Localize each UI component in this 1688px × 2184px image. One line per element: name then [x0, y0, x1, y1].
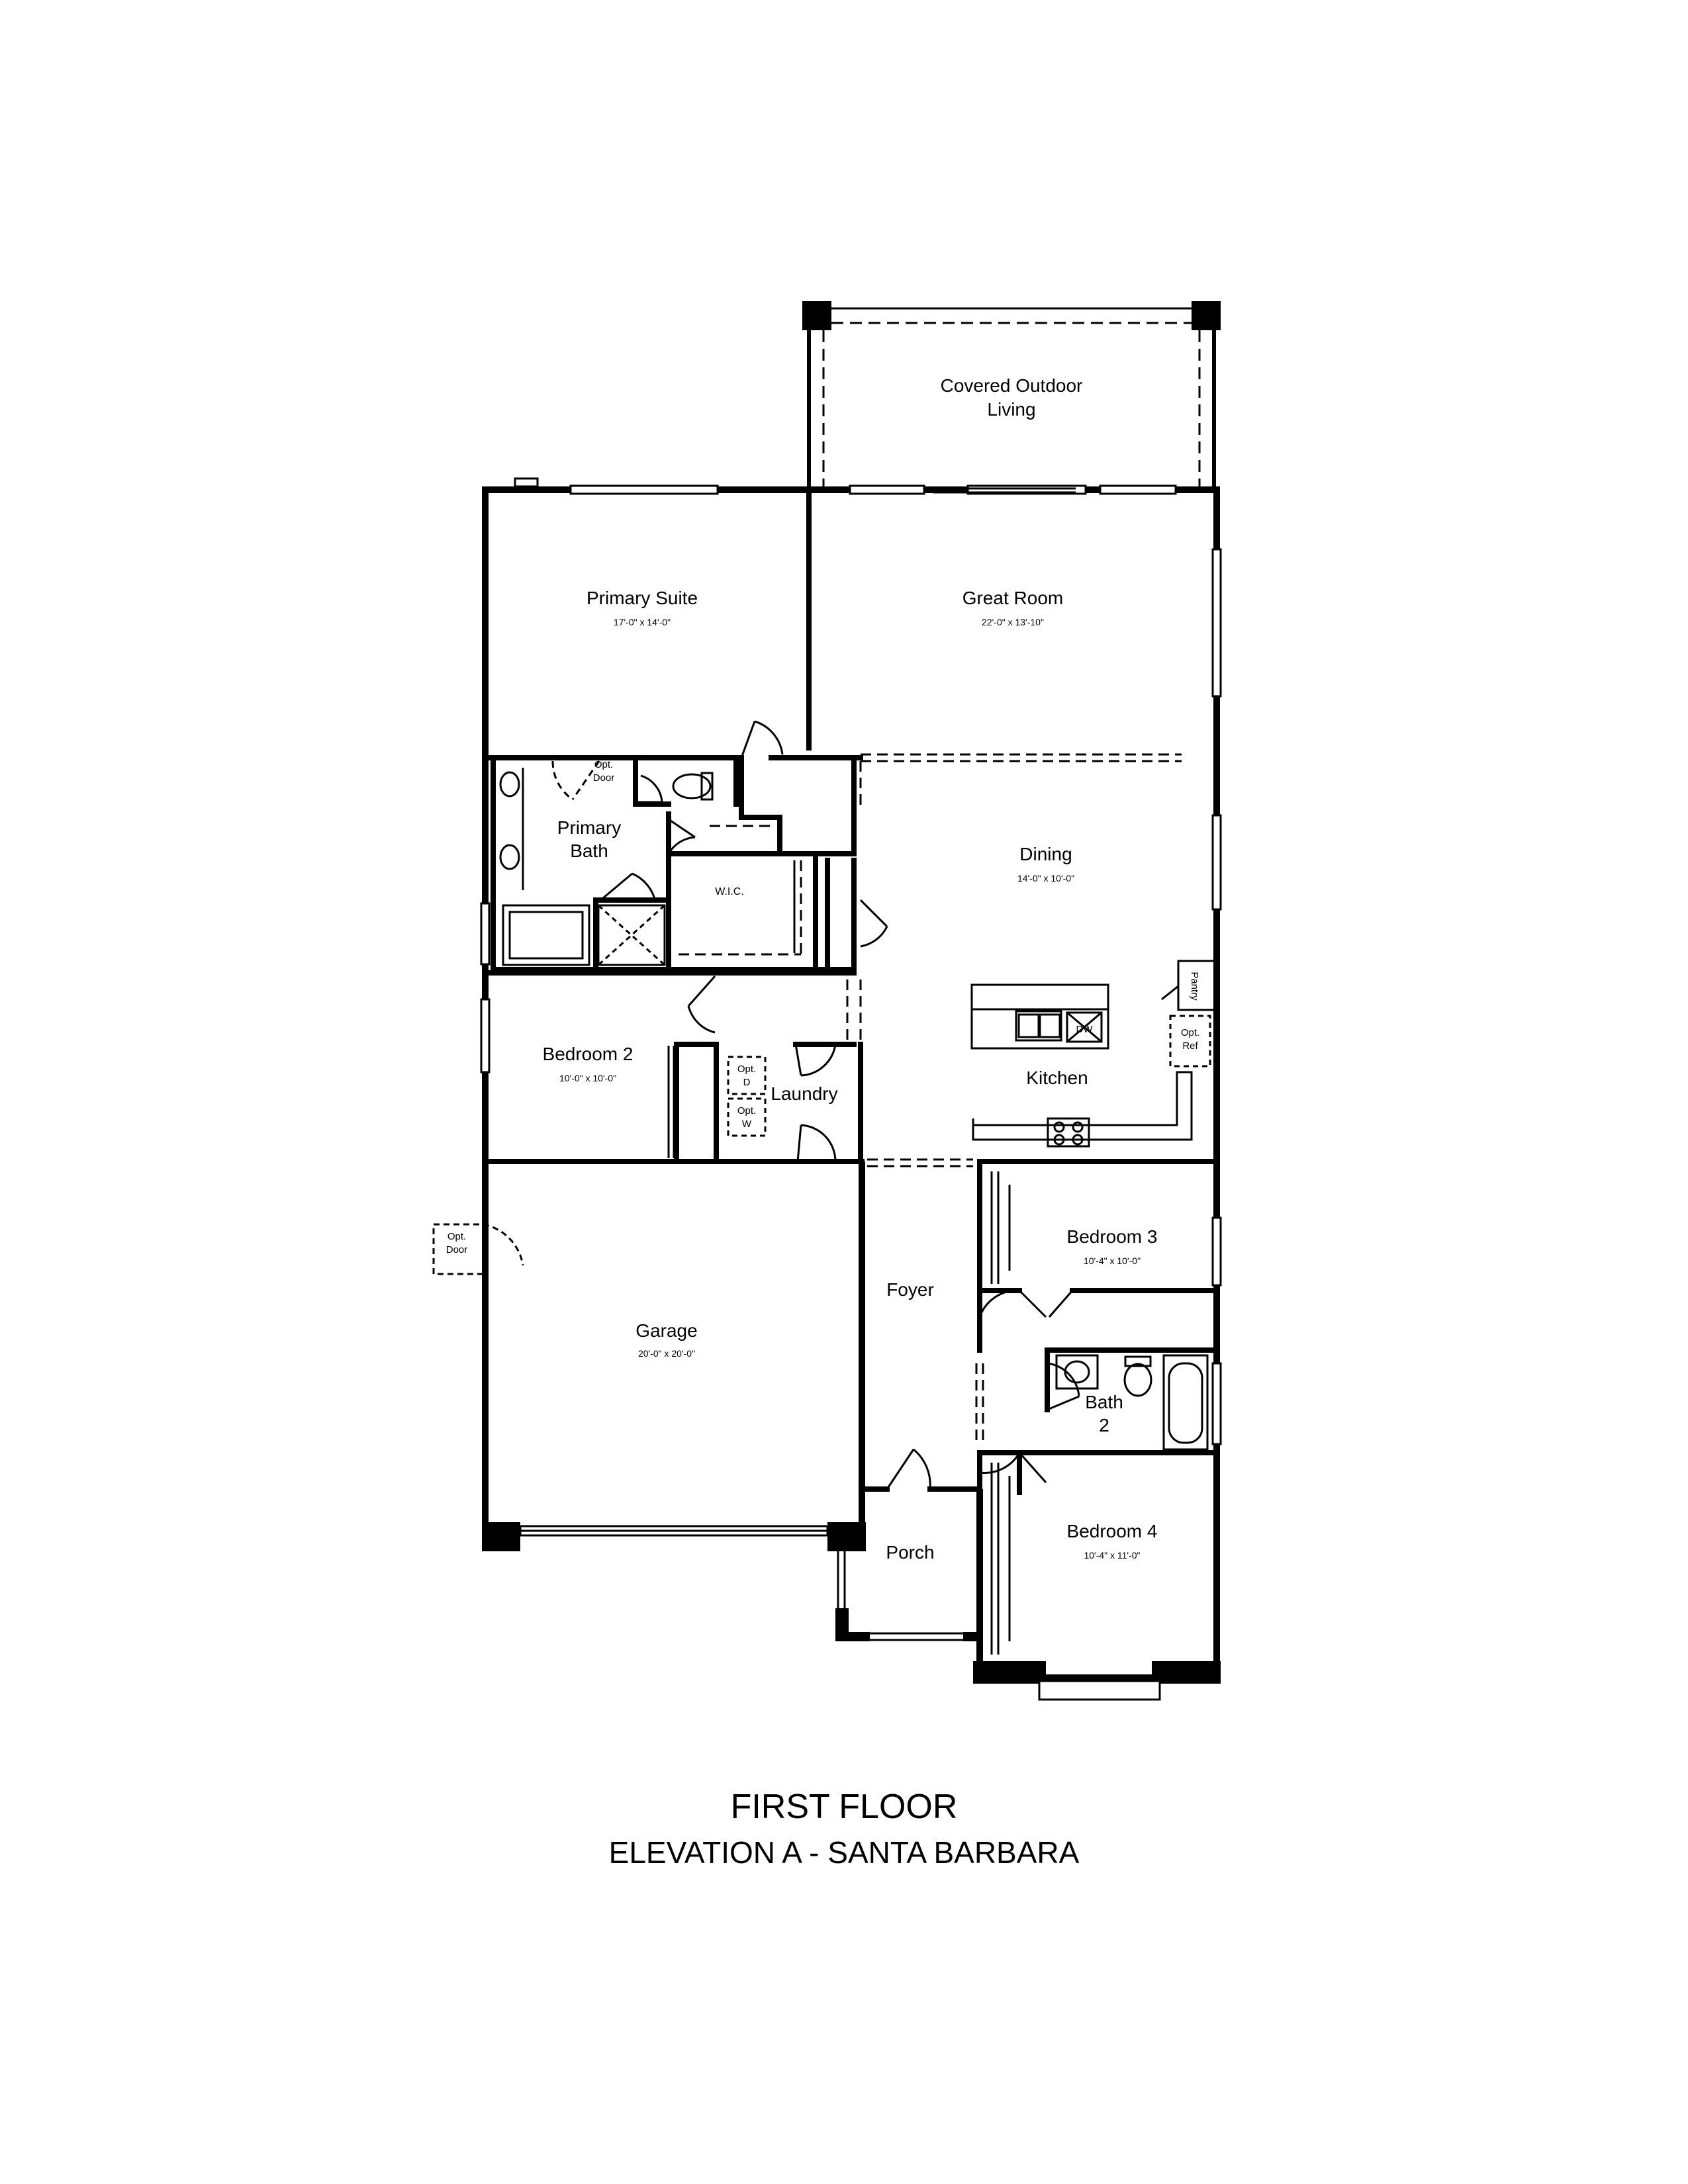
bedroom4-label: Bedroom 4	[1067, 1521, 1158, 1541]
outdoor-label-line1: Covered Outdoor	[941, 375, 1083, 396]
opt-door-garage-line1: Opt.	[447, 1231, 466, 1242]
primary-suite-label: Primary Suite	[586, 588, 698, 608]
interior-walls	[483, 487, 1219, 1495]
bath2-line1: Bath	[1085, 1392, 1123, 1412]
exterior-walls	[482, 486, 1220, 1681]
windows	[480, 477, 1222, 1701]
doors	[432, 720, 1216, 1655]
primary-bath-line1: Primary	[557, 817, 621, 838]
bath2-line2: 2	[1099, 1415, 1109, 1435]
fixtures	[499, 768, 1211, 1451]
great-room-dims: 22'-0" x 13'-10"	[982, 617, 1044, 627]
pantry-label: Pantry	[1189, 972, 1200, 1001]
garage-door	[519, 1525, 829, 1537]
sliding-door	[933, 487, 1076, 494]
great-room-label: Great Room	[962, 588, 1064, 608]
wic-label: W.I.C.	[715, 886, 744, 897]
opt-w-line1: Opt.	[737, 1105, 756, 1116]
wall-corner-blocks	[482, 1522, 1221, 1684]
floor-title: FIRST FLOOR	[730, 1788, 958, 1826]
floor-subtitle: ELEVATION A - SANTA BARBARA	[608, 1835, 1080, 1870]
plan-notes: Opt. Door Opt. Door Pantry Opt. Ref DW O…	[446, 759, 1200, 1255]
opt-w-line2: W	[742, 1118, 752, 1130]
covered-outdoor-living	[802, 301, 1221, 487]
dw-label: DW	[1076, 1024, 1094, 1035]
opt-d-line2: D	[743, 1077, 751, 1088]
foyer-label: Foyer	[886, 1279, 934, 1300]
room-labels: Covered Outdoor Living Primary Suite 17'…	[543, 375, 1158, 1563]
bedroom4-dims: 10'-4" x 11'-0"	[1084, 1550, 1140, 1561]
bedroom2-label: Bedroom 2	[543, 1044, 633, 1064]
primary-suite-dims: 17'-0" x 14'-0"	[614, 617, 671, 627]
dining-label: Dining	[1019, 844, 1072, 864]
porch-columns	[835, 1608, 982, 1641]
bedroom3-label: Bedroom 3	[1067, 1226, 1158, 1247]
garage-label: Garage	[635, 1320, 697, 1341]
bedroom2-dims: 10'-0" x 10'-0"	[559, 1073, 616, 1083]
garage-dims: 20'-0" x 20'-0"	[638, 1348, 695, 1359]
dashed-openings	[679, 753, 1182, 1446]
kitchen-label: Kitchen	[1026, 1068, 1088, 1088]
opt-d-line1: Opt.	[737, 1064, 756, 1075]
dining-dims: 14'-0" x 10'-0"	[1017, 873, 1074, 884]
primary-bath-line2: Bath	[570, 841, 608, 861]
opt-door-bath-line1: Opt.	[594, 759, 613, 770]
porch-label: Porch	[886, 1542, 934, 1563]
bedroom3-dims: 10'-4" x 10'-0"	[1084, 1255, 1141, 1266]
opt-door-garage-line2: Door	[446, 1244, 468, 1255]
opt-ref-line1: Opt.	[1181, 1027, 1199, 1038]
opt-door-bath-line2: Door	[593, 772, 615, 784]
outdoor-label-line2: Living	[987, 399, 1035, 420]
laundry-label: Laundry	[771, 1083, 837, 1104]
opt-ref-line2: Ref	[1182, 1040, 1198, 1052]
porch-edges	[837, 1549, 963, 1641]
